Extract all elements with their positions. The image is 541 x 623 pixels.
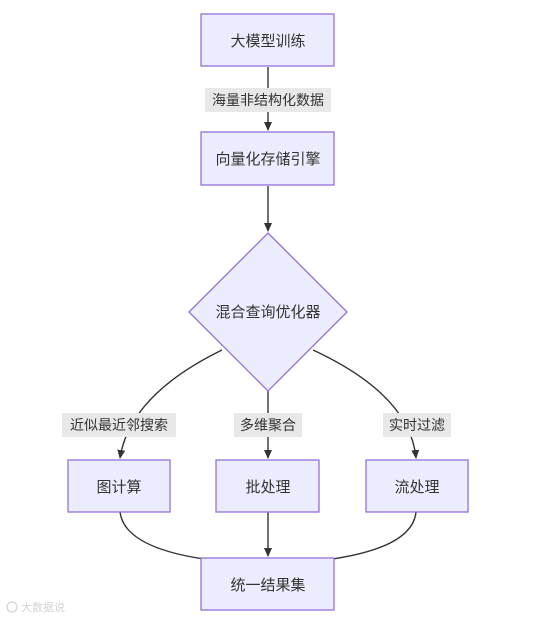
- edge-labels: 海量非结构化数据 近似最近邻搜索 多维聚合 实时过滤: [62, 88, 451, 437]
- node-optimizer-label: 混合查询优化器: [215, 303, 320, 321]
- edge-label-nn-search: 近似最近邻搜索: [70, 417, 168, 434]
- node-unified-label: 统一结果集: [230, 576, 305, 594]
- node-stream-label: 流处理: [394, 478, 439, 496]
- node-unified: 统一结果集: [200, 557, 335, 611]
- node-vector-engine-label: 向量化存储引擎: [215, 150, 320, 168]
- node-vector-engine: 向量化存储引擎: [200, 131, 335, 186]
- node-training: 大模型训练: [200, 13, 335, 67]
- node-training-label: 大模型训练: [230, 32, 305, 50]
- watermark-text: 大数据说: [21, 600, 65, 614]
- edge-stream-to-unified: [307, 511, 417, 566]
- edge-graph-to-unified: [119, 511, 229, 566]
- node-optimizer: 混合查询优化器: [188, 232, 348, 392]
- node-graph-compute-label: 图计算: [96, 478, 141, 496]
- node-graph-compute: 图计算: [67, 459, 171, 513]
- node-batch-label: 批处理: [245, 478, 290, 496]
- edge-optimizer-to-graph: [117, 349, 223, 459]
- node-batch: 批处理: [215, 459, 320, 513]
- node-stream: 流处理: [365, 459, 469, 513]
- edge-optimizer-to-stream: [312, 349, 420, 459]
- edge-label-aggregation: 多维聚合: [240, 417, 296, 434]
- watermark: 大数据说: [6, 600, 65, 614]
- edge-label-filter: 实时过滤: [389, 418, 445, 434]
- edge-label-data: 海量非结构化数据: [212, 93, 324, 109]
- watermark-logo-icon: [6, 601, 18, 613]
